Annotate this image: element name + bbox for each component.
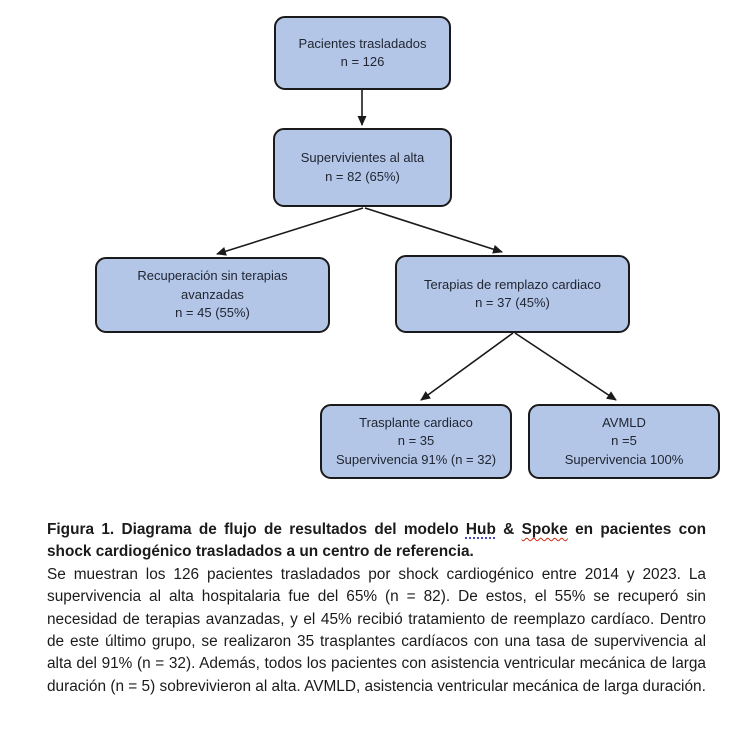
node-line: Supervivencia 91% (n = 32) [335, 451, 497, 467]
node-line: Terapias de remplazo cardiaco [423, 276, 602, 292]
caption-word-hub: Hub [465, 521, 496, 538]
arrow-terapias-to-trasplante [420, 332, 514, 401]
node-line: AVMLD [602, 414, 646, 430]
node-line: Trasplante cardiaco [359, 414, 473, 430]
flow-diagram: Pacientes trasladados n = 126 Supervivie… [95, 16, 720, 479]
flow-node-recuperacion-sin-terapias: Recuperación sin terapias avanzadas n = … [95, 257, 330, 333]
node-line: Pacientes trasladados [298, 35, 427, 51]
caption-word-spoke: Spoke [521, 521, 568, 538]
node-line: Recuperación sin terapias [137, 268, 288, 284]
flow-node-supervivientes-al-alta: Supervivientes al alta n = 82 (65%) [273, 128, 452, 207]
figure-caption-title: Figura 1. Diagrama de flujo de resultado… [47, 519, 706, 564]
arrow-supervivientes-to-terapias [364, 207, 503, 254]
flow-node-pacientes-trasladados: Pacientes trasladados n = 126 [274, 16, 451, 90]
flow-node-trasplante-cardiaco: Trasplante cardiaco n = 35 Supervivencia… [320, 404, 512, 479]
figure-caption-body: Se muestran los 126 pacientes trasladado… [47, 565, 706, 695]
caption-ampersand: & [503, 521, 515, 538]
figure-caption: Figura 1. Diagrama de flujo de resultado… [47, 519, 706, 698]
node-line: n =5 [611, 433, 637, 449]
node-line: Supervivencia 100% [564, 451, 684, 467]
flow-arrows [216, 90, 617, 401]
node-line: n = 45 (55%) [175, 305, 250, 321]
caption-title-prefix: Figura 1. Diagrama de flujo de resultado… [47, 521, 459, 538]
node-line: n = 37 (45%) [475, 295, 550, 310]
caption-title-suffix: en pacientes con shock cardiogénico tras… [47, 521, 707, 561]
node-line: n = 35 [397, 433, 435, 449]
node-line: avanzadas [181, 286, 244, 302]
node-line: n = 126 [340, 54, 385, 69]
arrow-supervivientes-to-recuperacion [216, 207, 364, 256]
node-line: n = 82 (65%) [325, 168, 400, 184]
node-line: Supervivientes al alta [300, 150, 425, 165]
arrow-terapias-to-avmld [514, 332, 617, 401]
flow-node-avmld: AVMLD n =5 Supervivencia 100% [528, 404, 720, 479]
flow-node-terapias-de-remplazo: Terapias de remplazo cardiaco n = 37 (45… [395, 255, 630, 333]
